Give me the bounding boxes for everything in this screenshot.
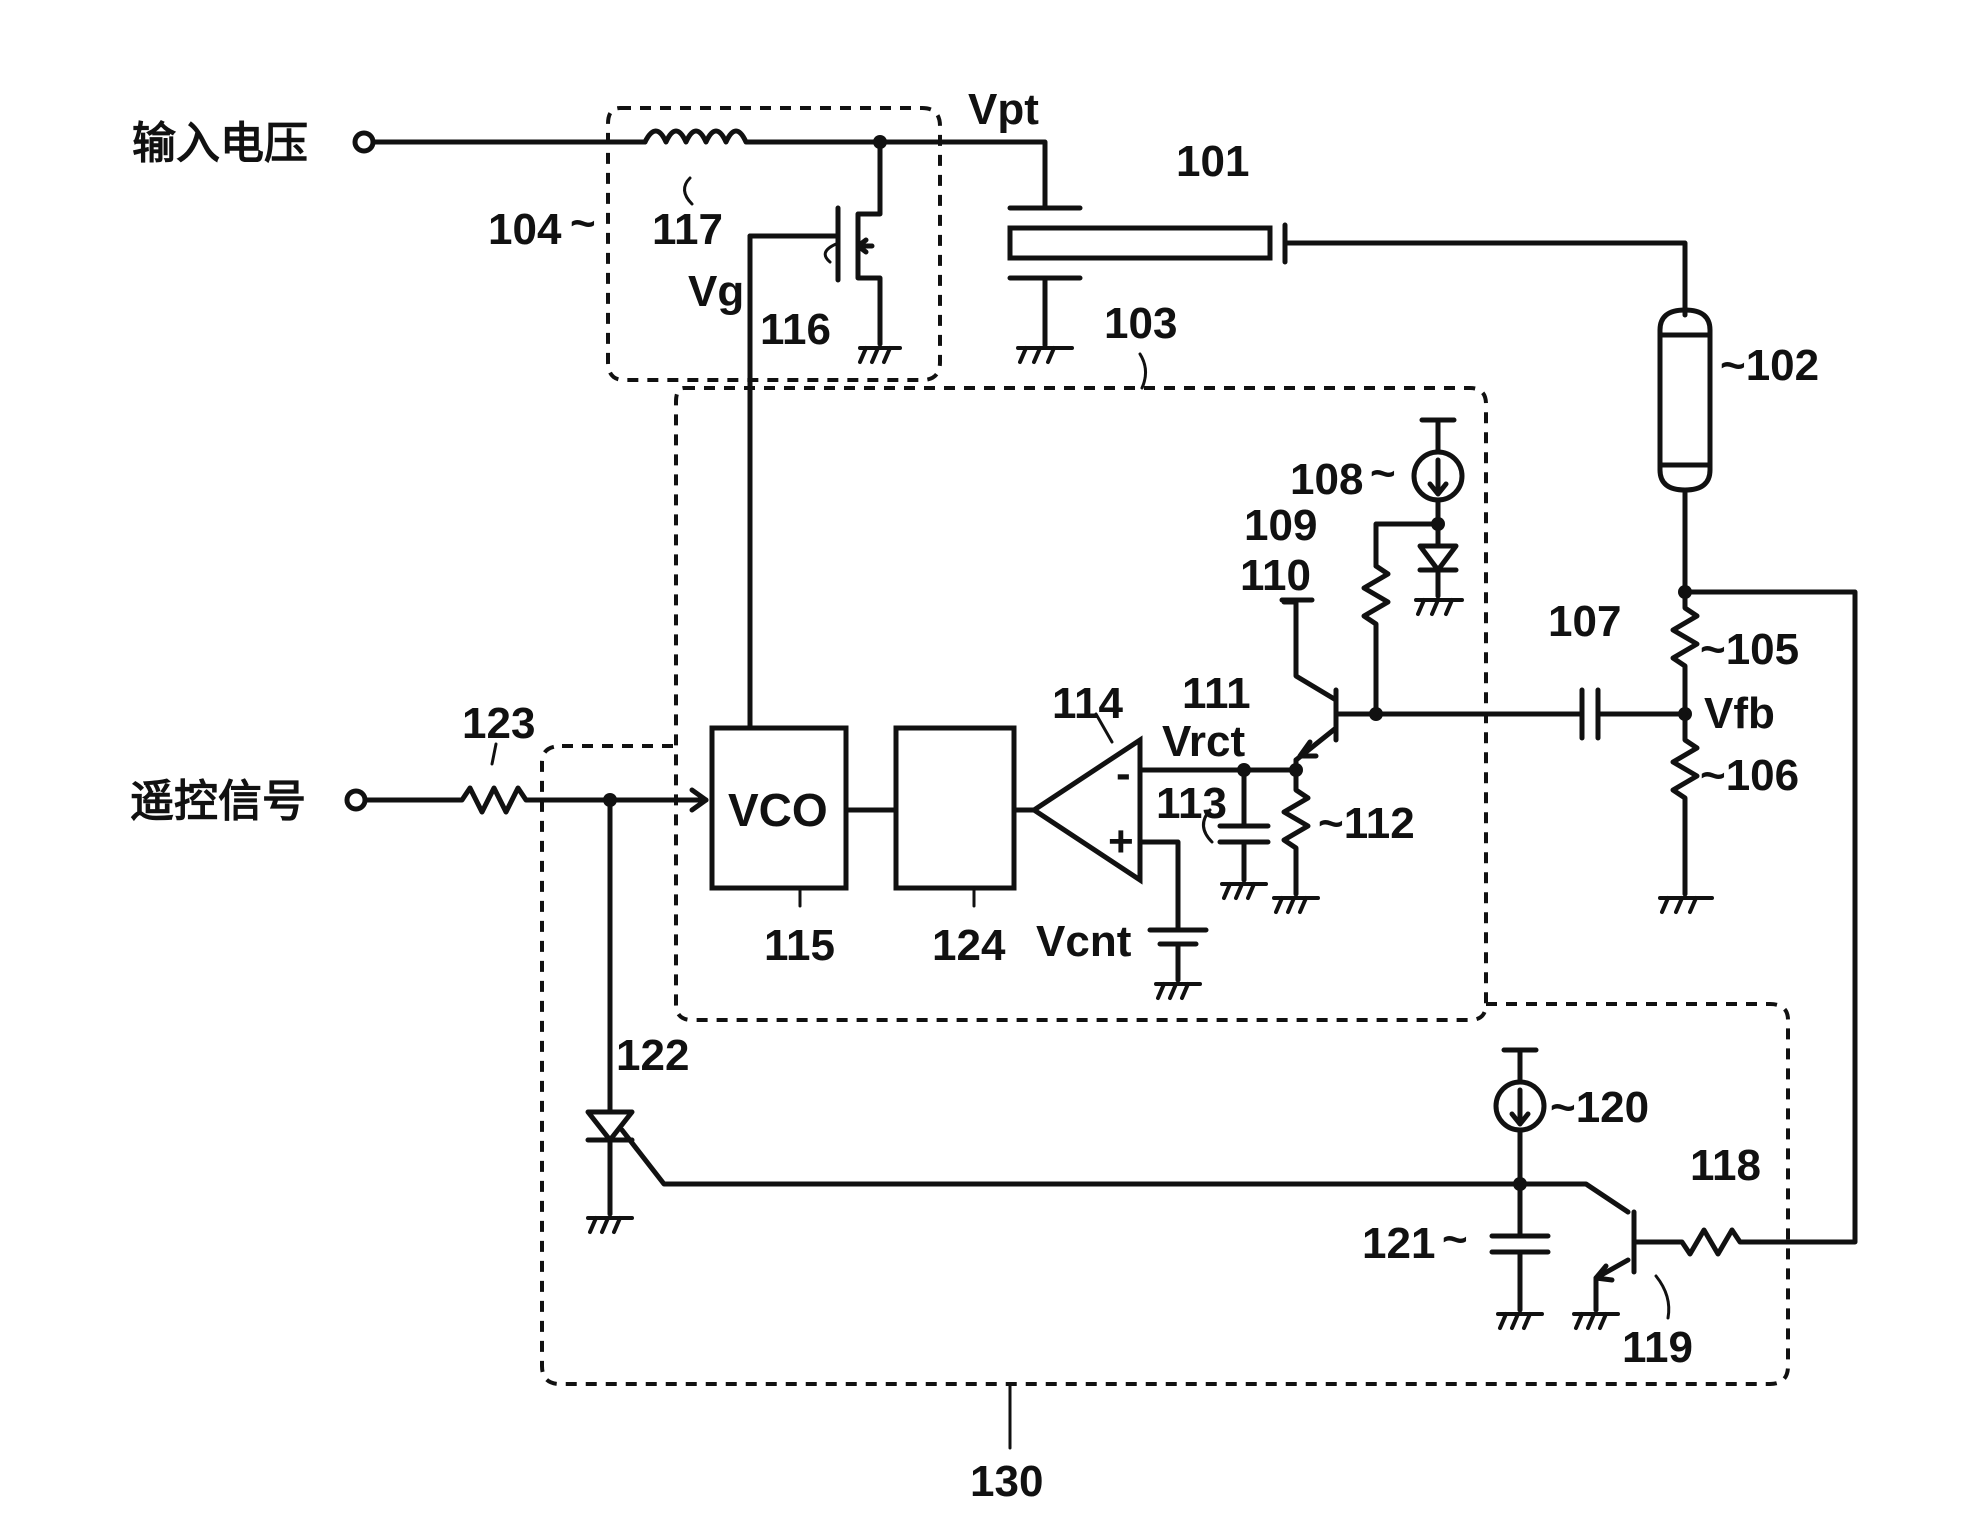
ref-119: 119 — [1622, 1323, 1693, 1372]
ref-116: 116 — [760, 305, 831, 354]
ref-123: 123 — [462, 699, 535, 748]
block-103-outline — [674, 386, 1488, 1022]
ref-118: 118 — [1690, 1141, 1761, 1190]
lamp-102 — [1657, 307, 1713, 493]
vcnt-wire — [1137, 839, 1181, 933]
feedback-wire-118 — [1682, 589, 1858, 1245]
ground-112 — [1272, 896, 1320, 914]
ref-108: 108 — [1290, 455, 1363, 504]
transformer-101-body — [1007, 225, 1273, 261]
inductor-117-leader — [683, 176, 694, 206]
capacitor-113 — [1217, 767, 1271, 883]
transistor-111 — [1281, 599, 1379, 763]
resistor-110 — [1361, 563, 1391, 717]
transformer-101-plate-bottom — [1007, 275, 1083, 348]
remote-arrow — [689, 787, 709, 813]
node-vg-label: Vg — [688, 267, 744, 316]
node-vfb-label: Vfb — [1704, 689, 1775, 738]
battery-vcnt — [1147, 927, 1209, 983]
remote-signal-label: 遥控信号 — [130, 776, 306, 827]
node-vrct-label: Vrct — [1162, 717, 1246, 766]
ref-112: ~112 — [1318, 799, 1415, 848]
resistor-105 — [1670, 589, 1700, 717]
ref-101: 101 — [1176, 137, 1249, 186]
ground-116 — [858, 346, 902, 364]
ground-vcnt — [1154, 982, 1202, 1000]
ref-107: 107 — [1548, 597, 1621, 646]
current-source-108-arrow — [1427, 457, 1449, 497]
transistor-119-leader — [1654, 1274, 1671, 1320]
ground-121 — [1496, 1312, 1544, 1330]
vco-label: VCO — [728, 784, 828, 836]
transistor-119-arrow — [1593, 1263, 1615, 1283]
ref-117: 117 — [652, 205, 723, 254]
capacitor-107 — [1373, 687, 1688, 741]
thyristor-122 — [585, 1109, 1523, 1217]
block-130-outline — [540, 744, 1790, 1386]
resistor-123-leader — [490, 742, 498, 766]
ref-106: ~106 — [1700, 751, 1799, 800]
resistor-106 — [1670, 711, 1700, 897]
transformer-output-plate — [1282, 222, 1688, 318]
ref-122: 122 — [616, 1031, 689, 1080]
capacitor-113-leader — [1202, 808, 1214, 844]
ref-115: 115 — [764, 921, 835, 970]
current-source-120-arrow — [1509, 1087, 1531, 1127]
ref-110: 110 — [1240, 551, 1311, 600]
block-104-outline — [606, 106, 942, 382]
ref-105: ~105 — [1700, 625, 1799, 674]
opamp-plus: + — [1108, 817, 1134, 866]
resistor-118 — [1637, 1227, 1761, 1257]
opamp-minus: - — [1116, 749, 1131, 798]
ref-124: 124 — [932, 921, 1006, 970]
supply-108 — [1419, 417, 1457, 455]
ref-111: 111 — [1182, 669, 1251, 718]
ref-109: 109 — [1244, 501, 1317, 550]
input-voltage-label: 输入电压 — [132, 118, 308, 169]
ref-103: 103 — [1104, 299, 1177, 348]
ref-130: 130 — [970, 1457, 1043, 1506]
transistor-111-arrow — [1297, 739, 1319, 759]
inductor-117 — [642, 128, 1048, 211]
ground-106 — [1658, 896, 1714, 914]
diode-109 — [1417, 521, 1459, 599]
node-vpt-label: Vpt — [968, 85, 1039, 134]
ref-121-tilde: ~ — [1442, 1215, 1468, 1264]
opamp-114 — [1029, 735, 1143, 885]
ref-114: 114 — [1052, 679, 1124, 728]
block-103-leader — [1138, 352, 1147, 390]
ref-102: ~102 — [1720, 341, 1819, 390]
mosfet-116-arrow — [855, 237, 869, 255]
node-108-109 — [1373, 497, 1441, 569]
ref-104-tilde: ~ — [570, 199, 596, 248]
ref-120: ~120 — [1550, 1083, 1649, 1132]
ref-104: 104 — [488, 205, 562, 254]
vco-block — [709, 725, 849, 891]
supply-120 — [1501, 1047, 1539, 1085]
ref-113: 113 — [1156, 779, 1227, 828]
input-voltage-terminal — [352, 130, 376, 154]
mosfet-116-leader — [823, 242, 838, 264]
mosfet-116 — [747, 139, 883, 347]
ref-108-tilde: ~ — [1370, 449, 1396, 498]
resistor-112 — [1281, 767, 1311, 897]
node-vcnt-label: Vcnt — [1036, 917, 1132, 966]
ref-121: 121 — [1362, 1219, 1435, 1268]
remote-signal-terminal — [344, 788, 368, 812]
opamp-114-leader — [1094, 712, 1114, 744]
lamp-102-electrodes — [1659, 332, 1711, 468]
ground-119 — [1572, 1312, 1620, 1330]
transistor-119 — [1517, 1181, 1643, 1313]
ground-122 — [586, 1216, 634, 1234]
ground-113 — [1220, 882, 1268, 900]
block-124 — [893, 725, 1017, 891]
ground-101 — [1016, 346, 1074, 364]
remote-wire — [362, 785, 709, 815]
capacitor-121 — [1489, 1181, 1551, 1313]
ground-109 — [1414, 598, 1464, 616]
